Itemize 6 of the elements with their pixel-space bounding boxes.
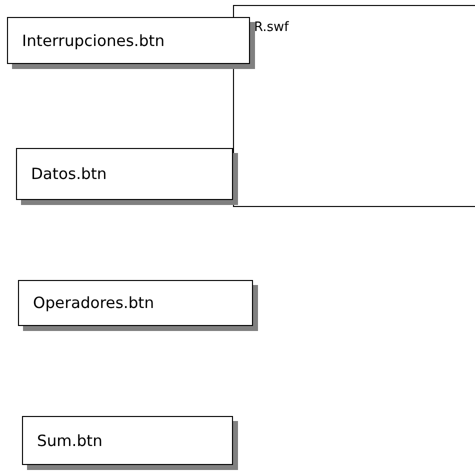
box-label: Interrupciones.btn [22,32,165,50]
container-box [233,5,475,207]
box-label: Operadores.btn [33,294,154,312]
box-label: R.swf [254,20,289,35]
box-label: Sum.btn [37,432,102,450]
box-label: Datos.btn [31,165,107,183]
